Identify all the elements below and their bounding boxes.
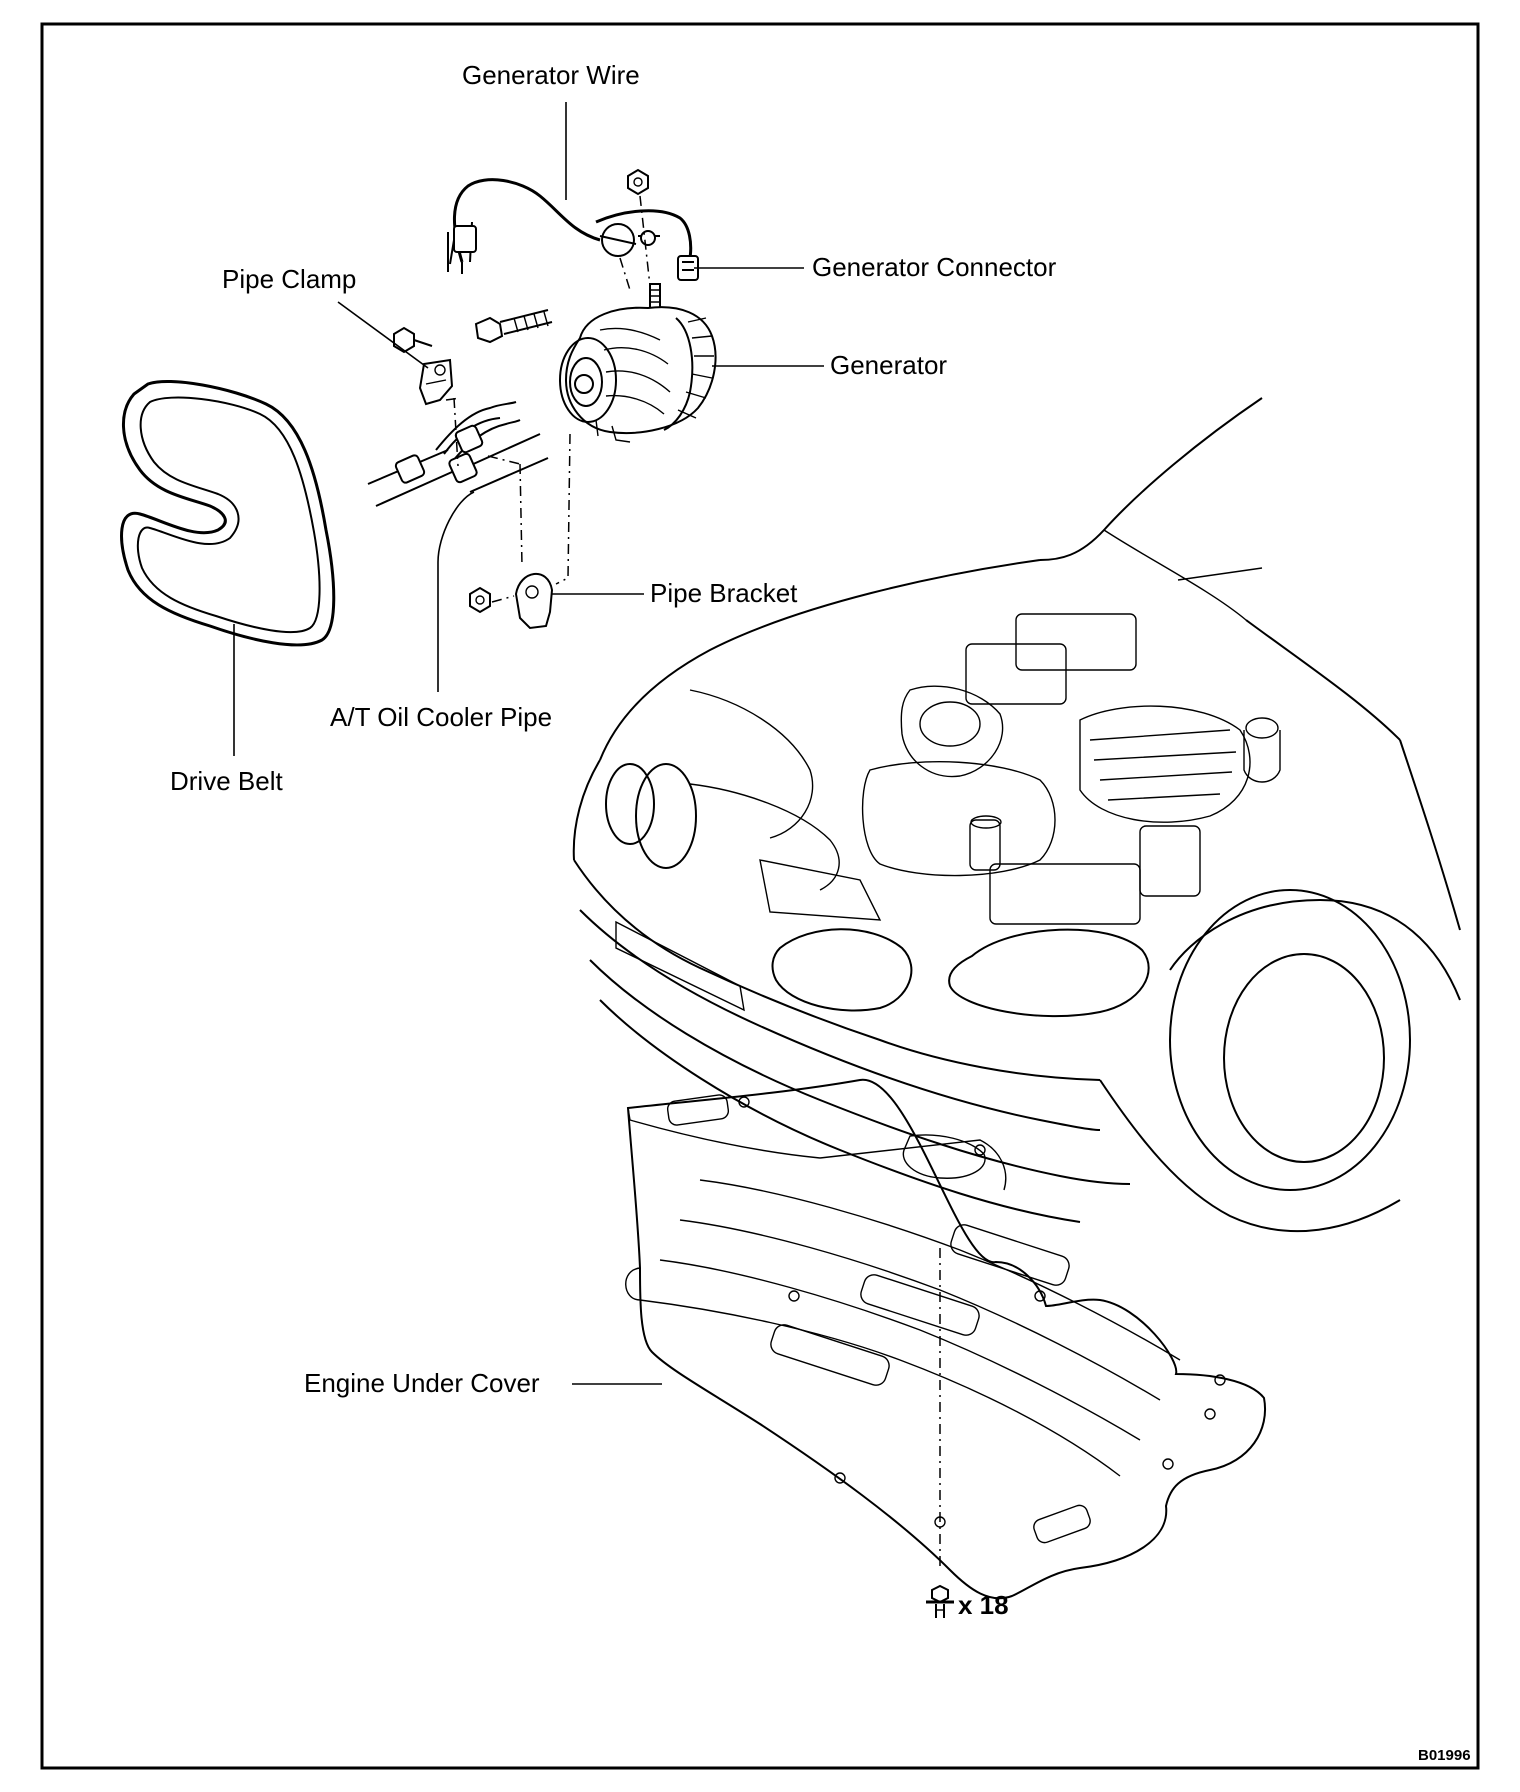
vehicle-front <box>572 397 1461 1233</box>
pipe-clamp <box>393 326 454 406</box>
label-generator-wire: Generator Wire <box>462 60 640 90</box>
label-bolt-quantity: x 18 <box>958 1590 1009 1620</box>
generator-wire <box>447 178 693 274</box>
label-pipe-bracket: Pipe Bracket <box>650 578 798 608</box>
pipe-bracket <box>469 572 554 630</box>
figure-code: B01996 <box>1418 1747 1471 1764</box>
through-bolt <box>474 309 553 344</box>
label-generator: Generator <box>830 350 947 380</box>
alignment-lines <box>445 195 941 1568</box>
drive-belt <box>120 380 336 647</box>
label-pipe-clamp: Pipe Clamp <box>222 264 356 294</box>
terminal-nut <box>627 168 649 196</box>
label-drive-belt: Drive Belt <box>170 766 283 796</box>
leader-lines <box>233 102 824 1385</box>
bolt-icon <box>926 1584 954 1618</box>
label-engine-under-cover: Engine Under Cover <box>304 1368 540 1398</box>
figure-frame <box>40 22 1480 1770</box>
label-at-oil-cooler-pipe: A/T Oil Cooler Pipe <box>330 702 552 732</box>
generator <box>559 283 717 443</box>
label-generator-connector: Generator Connector <box>812 252 1057 282</box>
engine-under-cover <box>625 1078 1266 1600</box>
